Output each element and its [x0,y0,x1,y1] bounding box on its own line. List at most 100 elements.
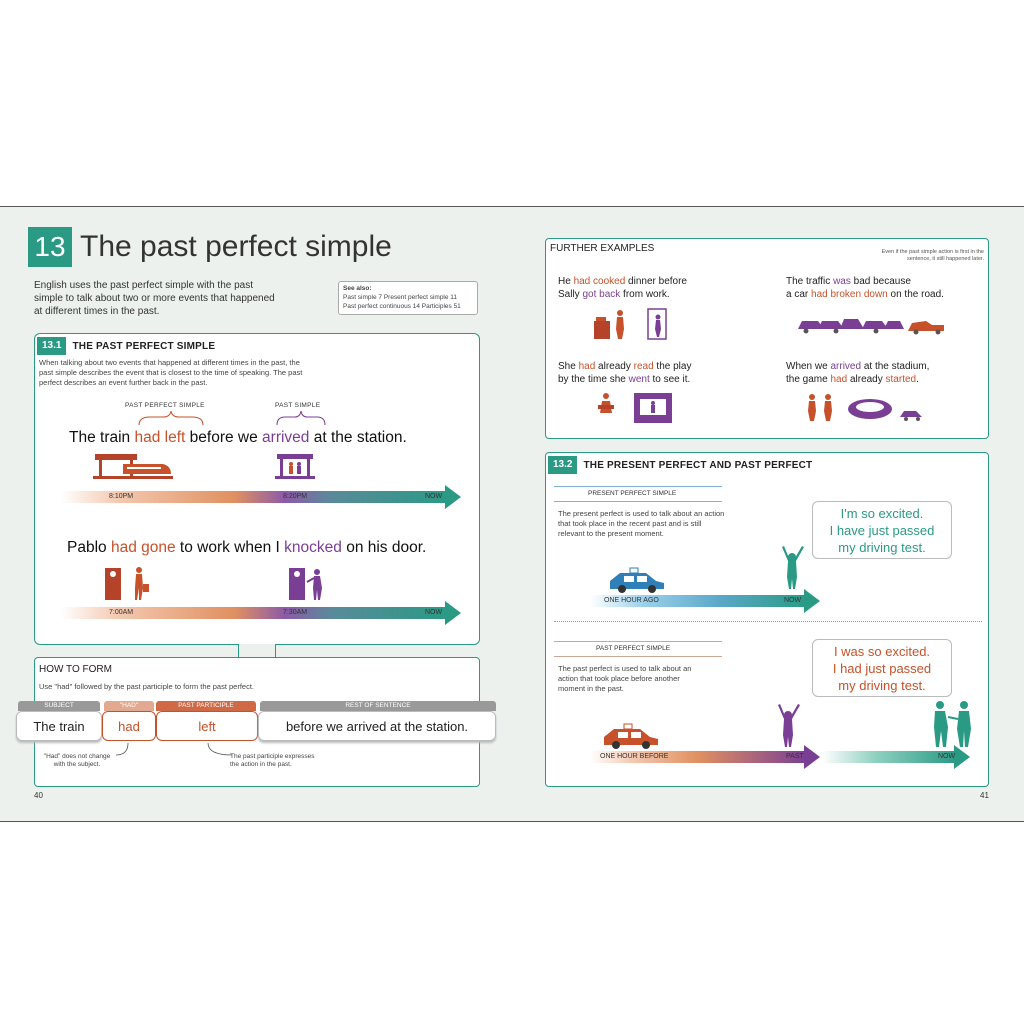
caption-had: "HAD" [104,701,154,711]
cheering-person-icon [782,546,804,589]
football-and-stadium-icon [808,394,922,421]
text: He [558,276,574,287]
cell-rest-of-sentence: before we arrived at the station. [258,711,496,741]
section-title: THE PAST PERFECT SIMPLE [72,340,216,352]
see-also-box: See also: Past simple 7 Present perfect … [338,281,478,315]
text: at the stadium, [861,361,930,372]
further-example-3: She had already read the play by the tim… [558,360,691,386]
section-header: 13.1 THE PAST PERFECT SIMPLE [37,337,215,355]
divider [554,641,722,642]
speech-line: my driving test. [838,540,926,555]
example-sentence-1: The train had left before we arrived at … [69,429,407,447]
station-arrival-icon [275,454,315,479]
past-perfect-verb: had [578,361,596,372]
past-simple-verb: arrived [262,429,310,446]
caption-subject: SUBJECT [18,701,100,711]
sentence-part: before we [185,429,263,446]
cell-past-participle: left [156,711,258,741]
section-header: 13.2 THE PRESENT PERFECT AND PAST PERFEC… [548,456,812,474]
two-people-talking-icon [934,701,971,747]
past-perfect-verb: had [830,374,848,385]
further-example-4: When we arrived at the stadium, the game… [786,360,929,386]
learner-car-past-icon [604,723,658,749]
section-number: 13.2 [548,456,578,474]
text: by the time she [558,374,629,385]
timeline-now: NOW [425,609,443,616]
cheering-person-past-icon [778,704,800,747]
timeline-past: PAST [786,753,804,760]
past-perfect-label: PAST PERFECT SIMPLE [596,645,671,652]
note-past-participle: The past participle expresses the action… [230,753,315,768]
chapter-title: The past perfect simple [80,230,392,263]
past-simple-verb: got back [582,289,621,300]
cooking-and-door-icon [594,308,667,340]
timeline-now: NOW [784,597,802,604]
speech-bubble-past: I was so excited. I had just passed my d… [812,639,952,697]
section-13-1-panel: 13.1 THE PAST PERFECT SIMPLE When talkin… [34,333,480,645]
timeline-now: NOW [425,493,443,500]
how-to-form-title: HOW TO FORM [39,664,112,675]
text: Sally [558,289,583,300]
door-leaving-icon [105,567,149,600]
intro-text: English uses the past perfect simple wit… [34,280,275,317]
further-examples-panel: FURTHER EXAMPLES Even if the past simple… [545,238,989,439]
further-examples-title: FURTHER EXAMPLES [550,243,655,254]
text: bad because [850,276,911,287]
text: on the road. [887,289,944,300]
timeline-bar [590,595,806,607]
learner-car-icon [610,567,664,593]
timeline-arrowhead [445,485,461,509]
sentence-part: on his door. [341,539,427,556]
section-number: 13.1 [37,337,67,355]
chapter-number: 13 [28,227,72,267]
timeline-time: 7:00AM [109,609,134,616]
past-perfect-verb: had broken down [811,289,888,300]
text: . [916,374,919,385]
text: already [595,361,634,372]
past-simple-verb: was [833,276,851,287]
note-had: "Had" does not change with the subject. [43,753,111,768]
text: The traffic [786,276,834,287]
timeline-bar [822,751,956,763]
past-simple-verb: went [628,374,650,385]
text: the play [653,361,692,372]
past-simple-verb: arrived [830,361,862,372]
see-also-line: Past simple 7 Present perfect simple 11 [343,294,458,301]
timeline-time: ONE HOUR AGO [604,597,659,604]
section-title: THE PRESENT PERFECT AND PAST PERFECT [583,459,813,471]
how-to-form-description: Use "had" followed by the past participl… [39,682,255,691]
past-perfect-verb: had left [134,429,186,446]
see-also-heading: See also: [343,285,372,292]
train-station-icon [93,454,173,479]
text: When we [786,361,831,372]
past-perfect-description: The past perfect is used to talk about a… [558,664,692,693]
timeline-time: 8:20PM [283,493,308,500]
text: a car [786,289,812,300]
cell-subject: The train [16,711,102,741]
further-note: Even if the past simple action is first … [881,249,984,262]
speech-line: I had just passed [832,661,932,676]
sentence-part: The train [69,429,135,446]
further-example-1: He had cooked dinner before Sally got ba… [558,275,687,301]
text: She [558,361,579,372]
present-perfect-description: The present perfect is used to talk abou… [558,509,725,538]
text: to see it. [649,374,691,385]
timeline-time: 8:10PM [109,493,134,500]
speech-line: my driving test. [838,678,926,693]
timeline-time: ONE HOUR BEFORE [600,753,669,760]
timeline-arrowhead [804,589,820,613]
section-13-2-panel: 13.2 THE PRESENT PERFECT AND PAST PERFEC… [545,452,989,787]
sentence-part: at the station. [309,429,407,446]
timeline-arrowhead [445,601,461,625]
sentence-part: Pablo [67,539,111,556]
divider [554,501,722,502]
page-number-left: 40 [34,791,43,800]
past-perfect-verb: had gone [110,539,176,556]
traffic-jam-icon [798,319,944,335]
divider [554,656,722,657]
timeline-now: NOW [938,753,956,760]
label-past-perfect-simple: PAST PERFECT SIMPLE [125,402,205,409]
section-description: When talking about two events that happe… [39,358,303,387]
brace-icons [138,411,326,426]
text: the game [786,374,831,385]
